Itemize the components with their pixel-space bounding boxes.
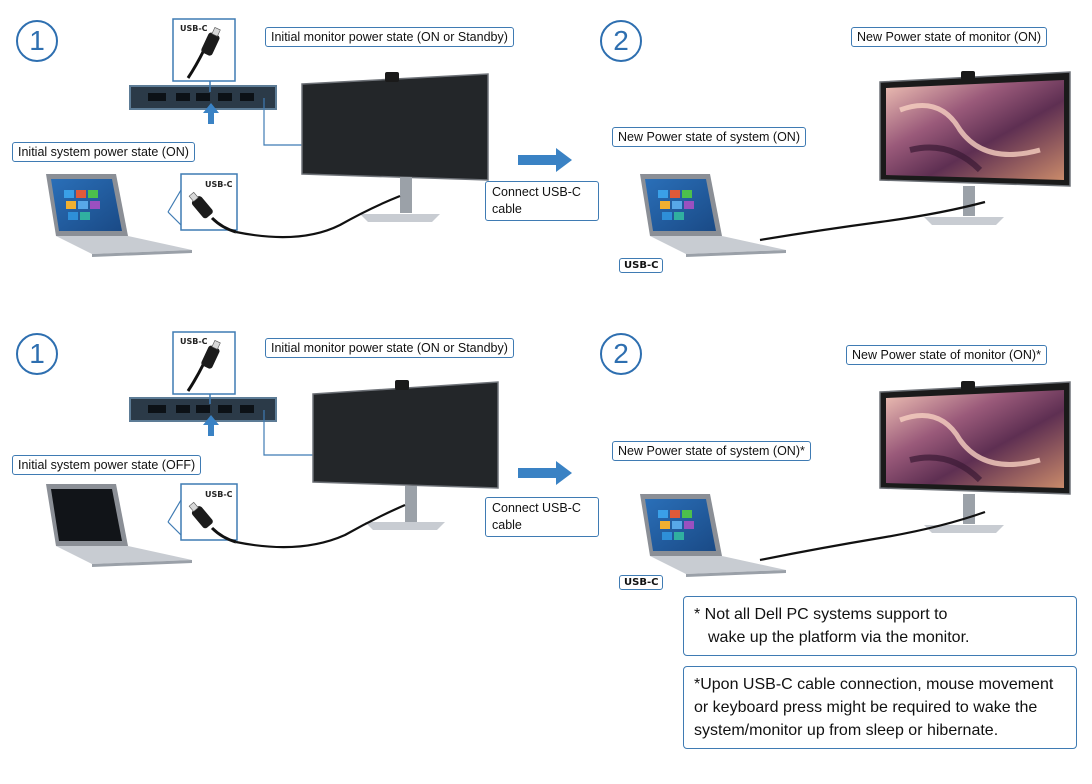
step-number-1: 1 bbox=[16, 20, 58, 62]
step-number-2: 2 bbox=[600, 333, 642, 375]
laptop-initial-on bbox=[46, 174, 192, 257]
right-arrow-icon bbox=[518, 461, 572, 485]
right-arrow-icon bbox=[518, 148, 572, 172]
footnote-line-1: * Not all Dell PC systems support to bbox=[694, 606, 948, 623]
laptop-new-on bbox=[640, 174, 786, 257]
up-arrow-icon bbox=[203, 415, 219, 436]
footnote-text: *Upon USB-C cable connection, mouse move… bbox=[694, 676, 1054, 739]
label-connect-usb-c: Connect USB-C cable bbox=[485, 497, 599, 537]
laptop-new-on-2 bbox=[640, 494, 786, 577]
label-connect-usb-c: Connect USB-C cable bbox=[485, 181, 599, 221]
usb-callout-laptop-2 bbox=[167, 483, 238, 544]
monitor-initial-2 bbox=[312, 380, 499, 530]
step-number-1: 1 bbox=[16, 333, 58, 375]
scenario-1 bbox=[46, 18, 1071, 257]
dock-station-2 bbox=[129, 397, 277, 422]
label-system-new: New Power state of system (ON)* bbox=[612, 441, 811, 461]
label-monitor-new: New Power state of monitor (ON) bbox=[851, 27, 1048, 47]
label-monitor-initial: Initial monitor power state (ON or Stand… bbox=[265, 338, 514, 358]
footnote-wake-action: *Upon USB-C cable connection, mouse move… bbox=[683, 666, 1077, 749]
usb-c-port-label: USB-C bbox=[619, 575, 664, 590]
scenario-2 bbox=[46, 331, 1071, 577]
footnote-wake-support: * Not all Dell PC systems support to wak… bbox=[683, 596, 1077, 656]
footnote-line-2: wake up the platform via the monitor. bbox=[708, 629, 970, 646]
usb-callout-top-2 bbox=[172, 331, 236, 404]
monitor-new-on-2 bbox=[879, 381, 1071, 533]
usb-c-tag: USB-C bbox=[180, 24, 208, 33]
label-monitor-new: New Power state of monitor (ON)* bbox=[846, 345, 1047, 365]
up-arrow-icon bbox=[203, 103, 219, 124]
usb-c-tag: USB-C bbox=[205, 490, 233, 499]
monitor-initial bbox=[301, 72, 489, 222]
usb-callout-laptop bbox=[167, 173, 238, 234]
laptop-initial-off bbox=[46, 484, 192, 567]
usb-c-tag: USB-C bbox=[180, 337, 208, 346]
label-monitor-initial: Initial monitor power state (ON or Stand… bbox=[265, 27, 514, 47]
usb-c-tag: USB-C bbox=[205, 180, 233, 189]
dock-station bbox=[129, 85, 277, 110]
usb-c-port-label: USB-C bbox=[619, 258, 664, 273]
label-system-initial: Initial system power state (ON) bbox=[12, 142, 195, 162]
label-system-initial: Initial system power state (OFF) bbox=[12, 455, 202, 475]
step-number-2: 2 bbox=[600, 20, 642, 62]
label-system-new: New Power state of system (ON) bbox=[612, 127, 806, 147]
monitor-new-on bbox=[879, 71, 1071, 225]
usb-callout-top bbox=[172, 18, 236, 92]
